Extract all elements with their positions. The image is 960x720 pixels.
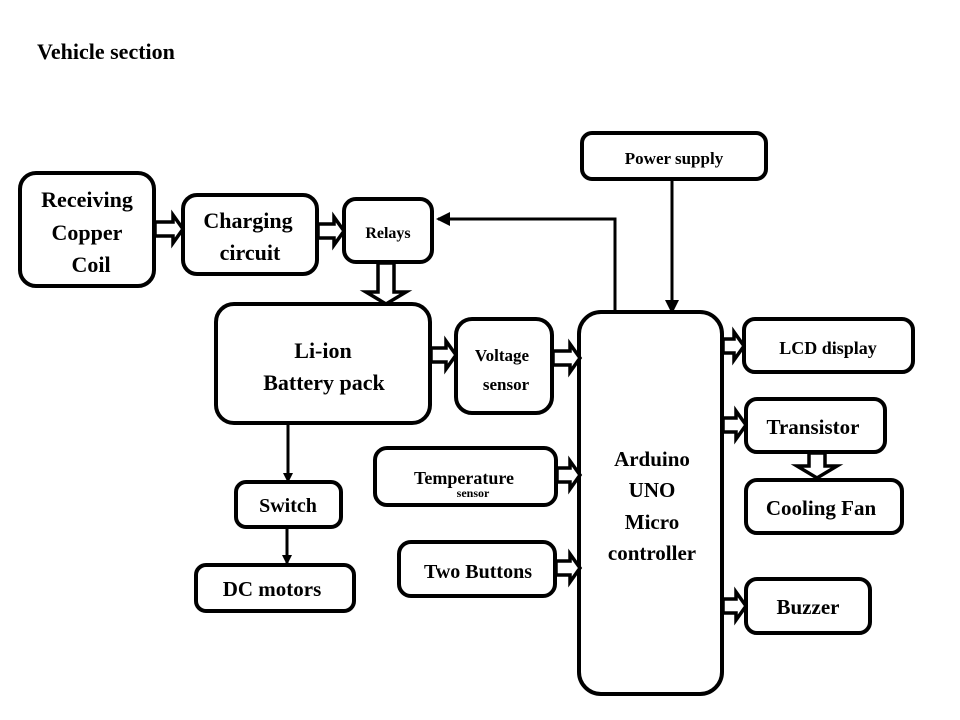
arrow-arduino-to-buzzer (721, 586, 749, 626)
label: sensor (457, 486, 490, 500)
label: sensor (483, 375, 530, 394)
label: Voltage (475, 346, 530, 365)
label: Temperature (414, 468, 514, 488)
arrow-temperature-to-arduino (555, 455, 583, 495)
block-battery-pack: Li-ion Battery pack (214, 302, 432, 425)
arrow-arduino-to-lcd (721, 326, 747, 366)
label: Coil (71, 252, 110, 277)
block-arduino-uno: Arduino UNO Micro controller (577, 310, 724, 696)
label: Micro (625, 510, 679, 534)
block-dc-motors: DC motors (194, 563, 356, 613)
block-lcd-display: LCD display (742, 317, 915, 374)
label: UNO (629, 478, 676, 502)
label: Charging (203, 208, 292, 233)
arrow-voltage-to-arduino (551, 338, 583, 378)
label: Copper (52, 220, 123, 245)
block-transistor: Transistor (744, 397, 887, 454)
label: Relays (365, 225, 410, 242)
arrow-relays-to-battery (359, 261, 413, 307)
label: DC motors (223, 577, 322, 601)
label: circuit (220, 240, 281, 265)
label: controller (608, 541, 696, 565)
block-two-buttons: Two Buttons (397, 540, 557, 598)
label: Two Buttons (424, 561, 532, 583)
label: Buzzer (777, 595, 840, 619)
arrow-buttons-to-arduino (554, 548, 583, 588)
label: Arduino (614, 447, 690, 471)
arrow-coil-to-charging (153, 209, 186, 249)
label: LCD display (779, 338, 877, 358)
label: Cooling Fan (766, 496, 877, 520)
block-cooling-fan: Cooling Fan (744, 478, 904, 535)
block-switch: Switch (234, 480, 343, 529)
label: Transistor (767, 415, 860, 439)
arrow-battery-to-voltage (429, 335, 459, 375)
arrow-charging-to-relays (316, 211, 347, 251)
label: Receiving (41, 187, 133, 212)
block-voltage-sensor: Voltage sensor (454, 317, 554, 415)
label: Switch (259, 495, 317, 517)
label: Battery pack (263, 370, 385, 395)
connector-arduino-to-relays (436, 212, 617, 310)
block-receiving-coil: Receiving Copper Coil (18, 171, 156, 288)
block-temperature-sensor: Temperature sensor (373, 446, 558, 507)
diagram-title: Vehicle section (37, 39, 175, 64)
arrow-transistor-to-fan (790, 451, 844, 481)
block-power-supply: Power supply (580, 131, 768, 181)
arrow-arduino-to-transistor (721, 405, 749, 445)
label: Power supply (625, 149, 724, 168)
label: Li-ion (294, 338, 351, 363)
block-relays: Relays (342, 197, 434, 264)
block-buzzer: Buzzer (744, 577, 872, 635)
block-charging-circuit: Charging circuit (181, 193, 319, 276)
